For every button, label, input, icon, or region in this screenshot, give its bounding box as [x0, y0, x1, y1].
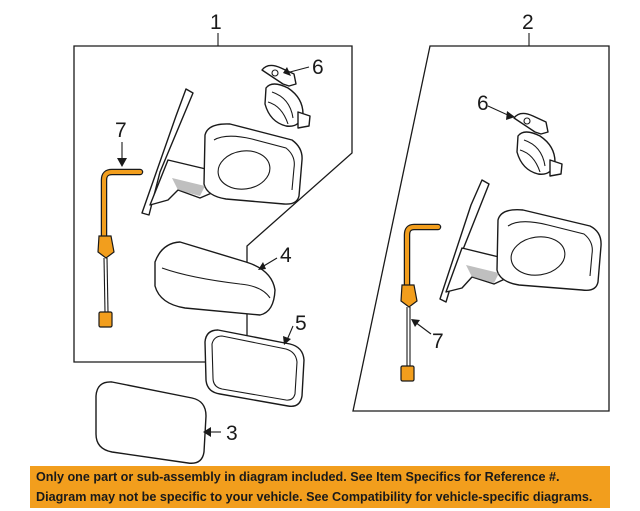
- callout-5: 5: [295, 312, 307, 335]
- mirror-motor-right: [513, 112, 563, 177]
- disclaimer-banner: Only one part or sub-assembly in diagram…: [30, 466, 610, 508]
- disclaimer-line-2: Diagram may not be specific to your vehi…: [36, 490, 593, 504]
- assembly-frame-left: [73, 45, 353, 363]
- mirror-glass-large: [95, 381, 207, 464]
- callout-7-right: 7: [432, 330, 444, 353]
- mirror-glass-small: [204, 329, 305, 407]
- leader-lines: [117, 66, 515, 437]
- mirror-cover: [154, 241, 276, 316]
- mirror-assembly-left: [141, 88, 303, 216]
- callout-2: 2: [522, 11, 534, 34]
- callout-6-left: 6: [312, 56, 324, 79]
- wiring-harness-left: [97, 168, 144, 328]
- disclaimer-line-1: Only one part or sub-assembly in diagram…: [36, 470, 560, 484]
- callout-7-left: 7: [115, 119, 127, 142]
- mirror-assembly-right: [439, 179, 602, 303]
- wiring-harness-right: [400, 223, 442, 382]
- callout-6-right: 6: [477, 92, 489, 115]
- mirror-motor-left: [261, 64, 311, 129]
- callout-4: 4: [280, 244, 292, 267]
- assembly-frame-right: [352, 45, 610, 412]
- callout-1: 1: [210, 11, 222, 34]
- callout-3: 3: [226, 422, 238, 445]
